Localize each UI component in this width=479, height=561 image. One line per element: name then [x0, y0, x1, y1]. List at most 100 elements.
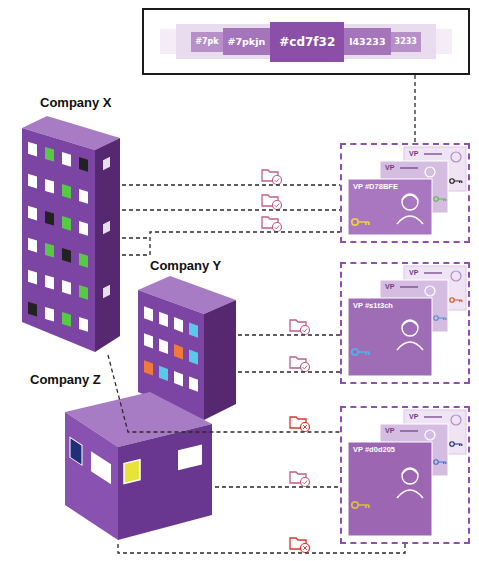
folder-check [275, 179, 280, 182]
folder-cross [290, 538, 310, 553]
building-x [28, 270, 37, 285]
hex-code: 3233 [391, 32, 421, 52]
vp-group: VPVPVP #d0d205 [340, 406, 470, 544]
hex-strip-box: #7pk#7pkjn#cd7f32l432333233 [142, 8, 470, 75]
folder-check [262, 217, 282, 232]
building-x [45, 211, 54, 226]
vp-label: VP #D78BFE [348, 179, 403, 194]
vp-label: VP [404, 147, 423, 161]
vp-cards-x [397, 194, 423, 224]
dashed-connector [122, 209, 340, 210]
vp-cards-y [397, 320, 423, 350]
vp-cards-z [450, 442, 462, 446]
vp-card: VP [404, 410, 466, 454]
building-x [45, 307, 54, 322]
folder-check [290, 472, 310, 487]
folder-check [303, 481, 308, 484]
folder-check [262, 195, 282, 210]
building-y [144, 333, 153, 348]
building-z [65, 392, 212, 540]
building-x [62, 152, 71, 167]
building-x [103, 221, 110, 234]
folder-cross [303, 425, 307, 429]
dashed-connector [108, 355, 340, 432]
vp-cards-y [348, 266, 466, 376]
building-y [144, 306, 153, 321]
building-x [79, 221, 88, 236]
vp-cards-x [348, 147, 466, 235]
folder-check [303, 366, 308, 369]
building-x [62, 280, 71, 295]
folder-check [262, 195, 282, 210]
hex-code: #7pk [191, 32, 222, 52]
dashed-connector [122, 184, 340, 185]
vp-card: VP [404, 266, 466, 310]
folder-cross [290, 417, 310, 432]
building-x [103, 157, 110, 298]
vp-card: VP #d0d205 [348, 442, 432, 536]
building-y [159, 366, 168, 381]
building-y [159, 312, 168, 327]
building-z [124, 460, 140, 484]
vp-cards-z [397, 468, 423, 498]
vp-cards-x [348, 179, 432, 235]
building-z [124, 445, 202, 484]
building-x [79, 285, 88, 300]
vp-label: VP [380, 280, 399, 294]
folder-check [275, 226, 280, 229]
building-x [22, 128, 95, 352]
vp-cards-z [348, 410, 466, 536]
building-x [28, 174, 37, 189]
building-x [45, 243, 54, 258]
hex-code: #cd7f32 [270, 22, 344, 62]
building-x [79, 189, 88, 204]
building-y [144, 360, 153, 375]
building-x [79, 317, 88, 332]
folder-cross [303, 546, 307, 550]
folder-check [262, 170, 282, 185]
dashed-connector [215, 486, 340, 487]
building-y [189, 377, 198, 392]
vp-label: VP [404, 266, 423, 280]
company-building: Company Y [136, 258, 238, 424]
vp-cards-x [450, 179, 462, 183]
vp-cards-y [434, 316, 446, 320]
building-x [45, 275, 54, 290]
vp-label: VP #s1t3ch [348, 298, 398, 313]
vp-cards-x [434, 197, 446, 201]
company-name: Company X [40, 95, 112, 111]
folder-check [290, 320, 310, 335]
folder-check [290, 357, 310, 372]
building-x [103, 157, 110, 170]
building-x [62, 184, 71, 199]
vp-cards-y [352, 349, 369, 355]
dashed-connector [118, 544, 405, 553]
building-x [28, 206, 37, 221]
building-x [62, 216, 71, 231]
vp-cards-z [434, 460, 446, 464]
building-x [28, 142, 88, 332]
vp-cards-y [348, 298, 432, 376]
building-x [45, 147, 54, 162]
dashed-connector [238, 371, 340, 372]
vp-cards-z [348, 442, 432, 536]
folder-check [290, 357, 310, 372]
vp-label: VP #d0d205 [348, 442, 400, 457]
building-z [91, 451, 111, 484]
building-z [70, 437, 82, 465]
folder-cross [290, 417, 310, 553]
building-z [178, 445, 202, 471]
building-z [65, 412, 118, 540]
building-x [28, 142, 37, 157]
building-x [28, 302, 37, 317]
bracket-line [122, 237, 150, 238]
building-x [95, 138, 120, 352]
building-x [45, 179, 54, 194]
building-y [159, 339, 168, 354]
folder-cross [290, 417, 310, 432]
folder-check [290, 320, 310, 335]
vp-group: VP VP VP #s1t3ch [340, 262, 470, 384]
